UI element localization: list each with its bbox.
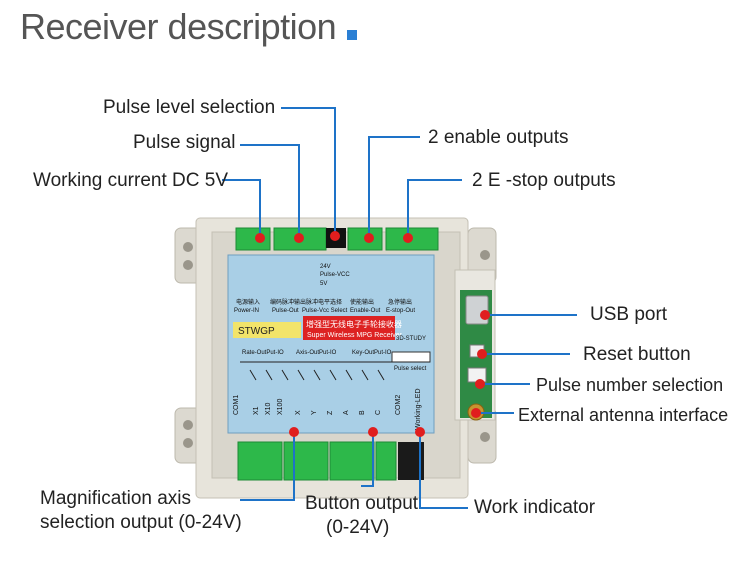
svg-text:Pulse-VCC: Pulse-VCC [320,272,350,278]
label-button-output-line2: (0-24V) [326,517,390,538]
svg-text:X1: X1 [253,406,260,415]
svg-text:X10: X10 [265,402,272,415]
svg-text:24V: 24V [320,264,331,270]
svg-text:A: A [343,410,350,415]
board-brand: STWGP [238,326,275,337]
svg-text:脉冲电平选择: 脉冲电平选择 [306,298,342,306]
label-reset-button: Reset button [583,344,691,365]
label-estop-outputs: 2 E -stop outputs [472,170,616,191]
svg-text:Power-IN: Power-IN [234,308,259,314]
svg-text:Key-OutPut-IO: Key-OutPut-IO [352,350,392,356]
label-enable-outputs: 2 enable outputs [428,127,569,148]
label-working-current: Working current DC 5V [33,170,228,191]
label-external-antenna: External antenna interface [518,405,729,425]
svg-text:C: C [375,410,382,415]
svg-text:B: B [359,410,366,415]
svg-text:电源输入: 电源输入 [236,298,260,306]
svg-text:Rate-OutPut-IO: Rate-OutPut-IO [242,350,284,356]
svg-text:3D-STUDY: 3D-STUDY [396,336,426,342]
label-button-output-line1: Button output [305,493,419,514]
label-magnification-line1: Magnification axis [40,488,192,509]
svg-text:Working-LED: Working-LED [415,389,422,431]
label-work-indicator: Work indicator [474,497,596,518]
svg-text:Pulse-Vcc Select: Pulse-Vcc Select [302,308,348,314]
marker-dots [255,231,490,437]
label-pulse-number-selection: Pulse number selection [536,375,724,395]
svg-text:Enable-Out: Enable-Out [350,308,381,314]
page-title: Receiver description [20,6,337,47]
svg-text:COM1: COM1 [233,395,240,415]
svg-text:Y: Y [311,410,318,415]
svg-text:Pulse select: Pulse select [394,366,427,372]
svg-text:5V: 5V [320,281,327,287]
label-usb-port: USB port [590,304,668,325]
label-magnification-line2: selection output (0-24V) [40,512,242,533]
board-title-en: Super Wireless MPG Receiver [307,332,403,339]
svg-text:COM2: COM2 [395,395,402,415]
svg-text:急停输出: 急停输出 [388,298,412,306]
title-accent-square [347,30,357,40]
label-pulse-signal: Pulse signal [133,132,236,153]
svg-text:X100: X100 [277,399,284,415]
svg-text:E-stop-Out: E-stop-Out [386,308,415,314]
svg-text:Pulse-Out: Pulse-Out [272,308,299,314]
svg-text:X: X [295,410,302,415]
label-pulse-level-selection: Pulse level selection [103,97,276,118]
svg-text:使能输出: 使能输出 [350,298,374,306]
svg-text:编码脉冲输出: 编码脉冲输出 [270,298,306,306]
svg-text:Axis-OutPut-IO: Axis-OutPut-IO [296,350,337,356]
board-title-cn: 增强型无线电子手轮接收器 [306,319,402,329]
svg-text:Z: Z [327,410,334,415]
